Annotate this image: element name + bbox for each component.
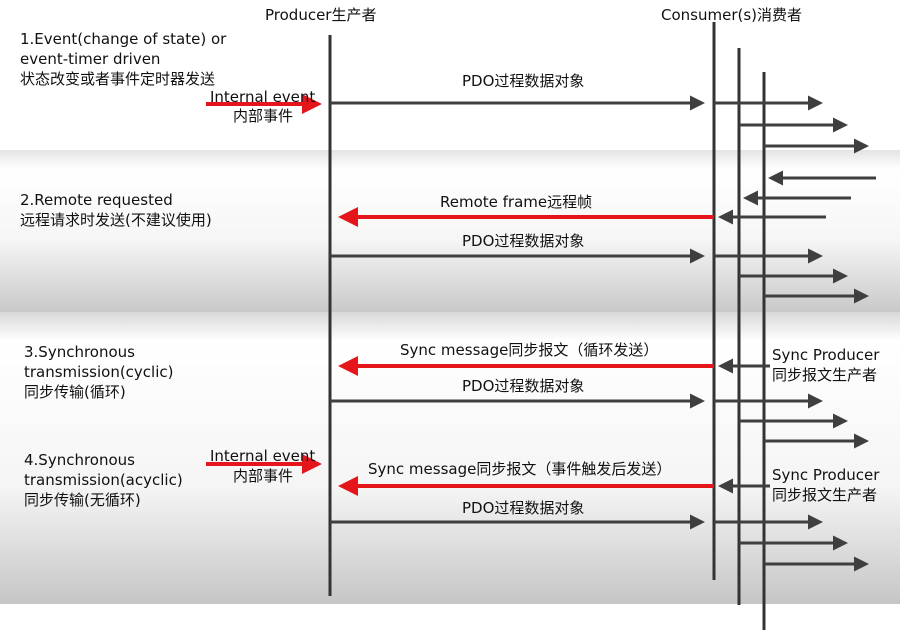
section-4-title-line-2: transmission(acyclic) bbox=[24, 471, 183, 489]
section-3-title-line-3: 同步传输(循环) bbox=[24, 383, 126, 401]
section-1-title-line-2: event-timer driven bbox=[20, 50, 161, 68]
internal-event-zh-label-1: 内部事件 bbox=[233, 107, 294, 125]
consumers-heading: Consumer(s)消费者 bbox=[661, 6, 803, 24]
pdo-label-1: PDO过程数据对象 bbox=[462, 72, 585, 90]
producer-heading: Producer生产者 bbox=[265, 6, 377, 24]
section-4-title-line-3: 同步传输(无循环) bbox=[24, 491, 141, 509]
section-1-title-line-3: 状态改变或者事件定时器发送 bbox=[20, 70, 216, 88]
internal-event-label-4: Internal event bbox=[210, 447, 316, 465]
sync-producer-label-3: Sync Producer bbox=[772, 346, 880, 364]
pdo-label-4: PDO过程数据对象 bbox=[462, 499, 585, 517]
pdo-label-3: PDO过程数据对象 bbox=[462, 377, 585, 395]
section-band-2 bbox=[0, 150, 900, 312]
sync-producer-zh-label-3: 同步报文生产者 bbox=[772, 366, 878, 384]
section-3-title-line-2: transmission(cyclic) bbox=[24, 363, 174, 381]
sync-message-label-3: Sync message同步报文（循环发送） bbox=[400, 341, 659, 359]
pdo-label-2: PDO过程数据对象 bbox=[462, 232, 585, 250]
internal-event-zh-label-4: 内部事件 bbox=[233, 467, 294, 485]
section-2-title-line-1: 2.Remote requested bbox=[20, 191, 173, 209]
internal-event-label-1: Internal event bbox=[210, 88, 316, 106]
section-band-3-4 bbox=[0, 312, 900, 604]
section-4-title-line-1: 4.Synchronous bbox=[24, 451, 135, 469]
remote-frame-label: Remote frame远程帧 bbox=[440, 193, 593, 211]
sync-producer-label-4: Sync Producer bbox=[772, 466, 880, 484]
section-2-title-line-2: 远程请求时发送(不建议使用) bbox=[20, 211, 212, 229]
section-3-title-line-1: 3.Synchronous bbox=[24, 343, 135, 361]
section-1-title-line-1: 1.Event(change of state) or bbox=[20, 30, 227, 48]
section-band-footer bbox=[0, 604, 900, 633]
sync-message-label-4: Sync message同步报文（事件触发后发送） bbox=[368, 460, 672, 478]
sync-producer-zh-label-4: 同步报文生产者 bbox=[772, 486, 878, 504]
